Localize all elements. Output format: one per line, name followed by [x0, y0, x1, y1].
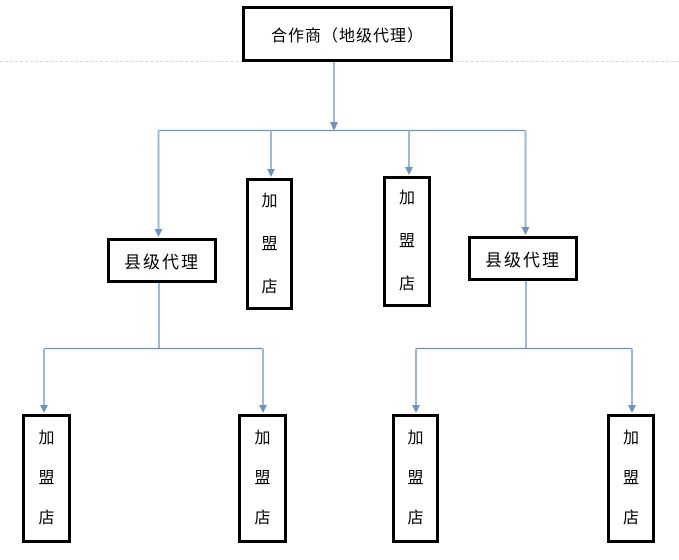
arrowhead-franchise-b2	[259, 405, 267, 413]
node-partner-prefecture-agent[interactable]: 合作商（地级代理）	[242, 6, 453, 62]
arrowhead-franchise-b1	[40, 405, 48, 413]
arrowhead-franchise-mid-right	[405, 167, 413, 175]
arrowhead-county-right	[521, 227, 530, 235]
arrowhead-franchise-b4	[628, 405, 636, 413]
node-franchise-store-bottom-3[interactable]: 加 盟 店	[392, 414, 439, 543]
arrowhead-root	[330, 122, 338, 131]
node-franchise-store-mid-left[interactable]: 加 盟 店	[246, 178, 293, 310]
node-franchise-store-bottom-1[interactable]: 加 盟 店	[22, 414, 71, 543]
arrowhead-county-left	[154, 229, 163, 237]
node-franchise-store-bottom-4[interactable]: 加 盟 店	[607, 414, 655, 543]
node-franchise-store-mid-right[interactable]: 加 盟 店	[383, 176, 431, 307]
node-county-agent-left[interactable]: 县级代理	[107, 238, 217, 283]
arrowhead-franchise-b3	[412, 405, 420, 413]
node-franchise-store-bottom-2[interactable]: 加 盟 店	[238, 414, 287, 543]
node-county-agent-right[interactable]: 县级代理	[468, 236, 578, 281]
arrowhead-franchise-mid-left	[267, 169, 275, 177]
